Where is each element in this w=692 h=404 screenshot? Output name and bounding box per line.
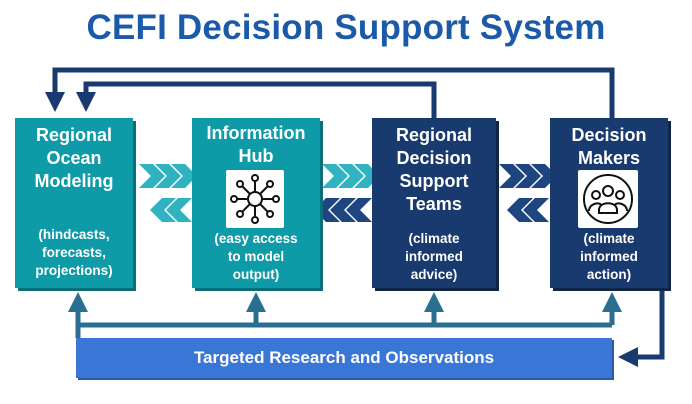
box-sub-line: (easy access bbox=[214, 231, 298, 246]
box-sub-line: forecasts, bbox=[42, 245, 106, 260]
chevrons-rdst-to-hub bbox=[314, 198, 372, 222]
box-regional-ocean-modeling: Regional Ocean Modeling (hindcasts, fore… bbox=[15, 118, 133, 288]
chevrons-rdst-to-dm bbox=[499, 164, 557, 188]
box-sub-line: projections) bbox=[35, 263, 113, 278]
box-sub-line: to model bbox=[227, 249, 285, 264]
box-head-line: Information bbox=[206, 123, 306, 143]
chevrons-ocean-to-hub bbox=[139, 164, 197, 188]
box-information-hub: Information Hub bbox=[192, 118, 320, 288]
box-head-line: Regional bbox=[395, 125, 472, 145]
bar-label: Targeted Research and Observations bbox=[193, 348, 495, 367]
targeted-research-bar: Targeted Research and Observations bbox=[76, 338, 612, 378]
arrow-dm-to-bar bbox=[618, 288, 665, 367]
feedback-arrow-rdst-to-ocean bbox=[76, 81, 437, 118]
chevrons-dm-to-rdst bbox=[507, 198, 549, 222]
box-head-line: Modeling bbox=[34, 171, 114, 191]
box-decision-makers: Decision Makers (climate informed action… bbox=[550, 118, 668, 288]
feedback-arrow-decision-makers-to-ocean bbox=[45, 67, 615, 118]
box-sub-line: informed bbox=[580, 249, 638, 264]
box-head-line: Regional bbox=[35, 125, 112, 145]
box-regional-decision-support-teams: Regional Decision Support Teams (climate… bbox=[372, 118, 496, 288]
box-sub-line: (hindcasts, bbox=[38, 227, 110, 242]
box-sub-line: (climate bbox=[408, 231, 460, 246]
box-sub-line: action) bbox=[586, 267, 632, 282]
box-head-line: Makers bbox=[577, 148, 641, 168]
box-head-line: Teams bbox=[406, 194, 462, 214]
box-head-line: Ocean bbox=[46, 148, 102, 168]
people-group-icon bbox=[578, 170, 638, 228]
box-head-line: Support bbox=[399, 171, 469, 191]
box-sub-line: (climate bbox=[583, 231, 635, 246]
box-sub-line: output) bbox=[232, 267, 280, 282]
box-head-line: Hub bbox=[238, 146, 274, 166]
diagram-title: CEFI Decision Support System bbox=[86, 8, 606, 47]
network-hub-icon bbox=[226, 170, 284, 228]
box-sub-line: informed bbox=[405, 249, 463, 264]
box-head-line: Decision bbox=[571, 125, 647, 145]
chevrons-hub-to-ocean bbox=[150, 198, 192, 222]
box-sub-line: advice) bbox=[410, 267, 458, 282]
box-head-line: Decision bbox=[396, 148, 472, 168]
